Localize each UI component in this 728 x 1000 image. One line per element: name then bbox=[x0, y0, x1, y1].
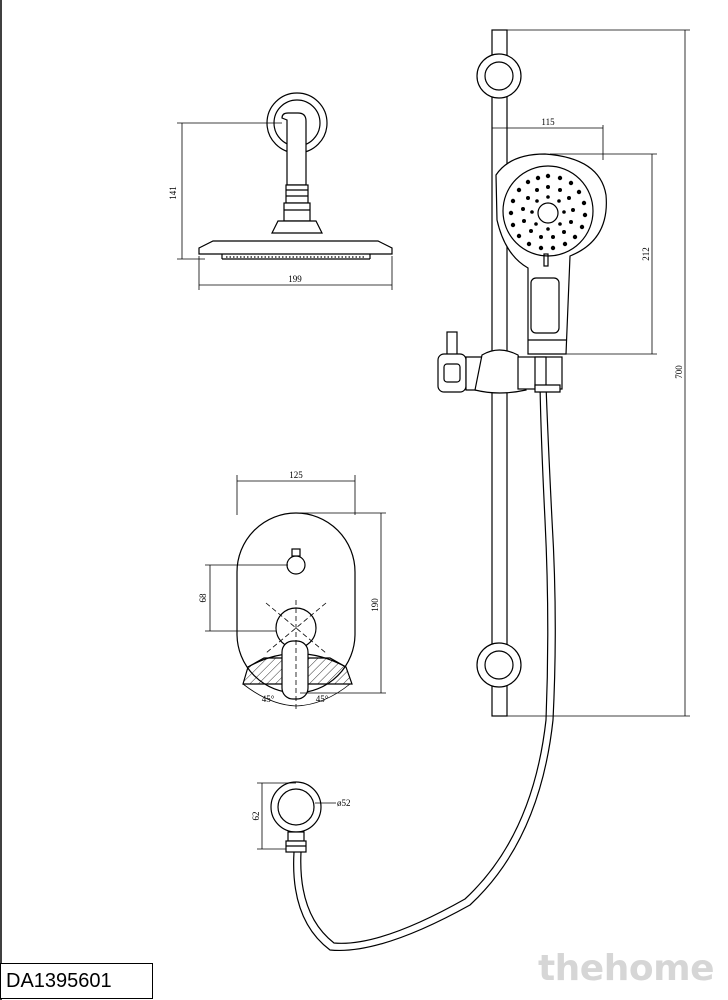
outlet-diameter-label: ø52 bbox=[337, 798, 351, 808]
overhead-height-label: 141 bbox=[168, 186, 178, 200]
slide-bracket bbox=[437, 331, 563, 394]
mixer-spacing-label: 68 bbox=[198, 593, 208, 603]
overhead-shower bbox=[198, 92, 393, 260]
rail-height-label: 700 bbox=[674, 365, 684, 379]
spray-nozzles bbox=[508, 173, 588, 251]
mixer-width-label: 125 bbox=[289, 470, 303, 480]
watermark: thehome bbox=[537, 948, 715, 989]
mixer-dimensions bbox=[205, 475, 386, 707]
overhead-dimensions bbox=[177, 122, 393, 290]
product-code-box: DA1395601 bbox=[0, 963, 153, 999]
hand-height-label: 212 bbox=[641, 247, 651, 261]
mixer-height-label: 190 bbox=[370, 598, 380, 612]
product-code: DA1395601 bbox=[6, 969, 112, 992]
angle-right-label: 45° bbox=[316, 694, 329, 704]
wall-outlet bbox=[270, 781, 322, 853]
outlet-dimensions bbox=[257, 782, 336, 850]
rail-dimensions bbox=[492, 29, 690, 717]
overhead-width-label: 199 bbox=[288, 274, 302, 284]
hand-shower bbox=[495, 153, 607, 355]
angle-left-label: 45° bbox=[262, 694, 275, 704]
mixer-valve bbox=[236, 512, 356, 712]
hand-width-label: 115 bbox=[541, 117, 555, 127]
shower-hose bbox=[293, 384, 556, 952]
shower-hose-inner bbox=[300, 384, 549, 944]
outlet-height-label: 62 bbox=[251, 812, 261, 821]
